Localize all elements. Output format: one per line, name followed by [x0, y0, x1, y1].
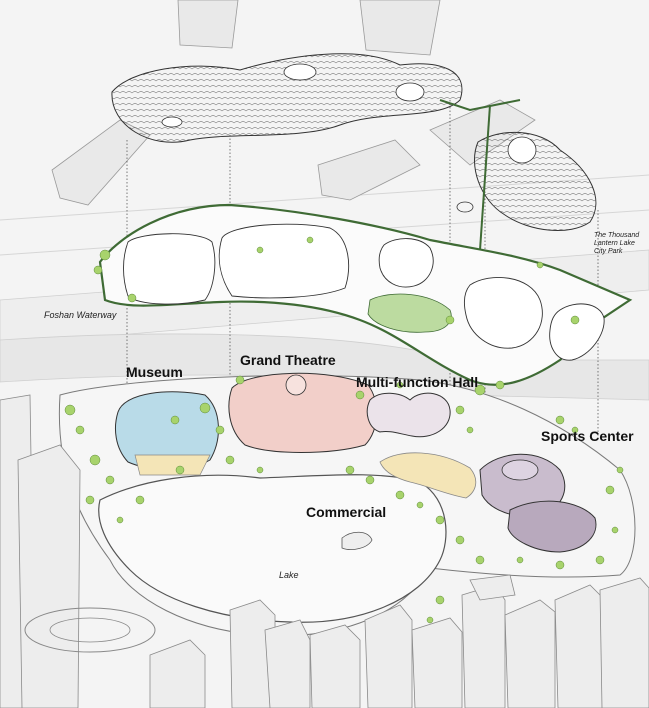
lake-label: Lake [279, 570, 299, 580]
museum-label: Museum [126, 364, 183, 380]
commercial-label: Commercial [306, 504, 387, 520]
canopy-roofs [111, 53, 597, 231]
venue-buildings [115, 372, 597, 553]
elevated-park [98, 99, 633, 386]
lantern-lake-park-label: The Thousand Lantern Lake City Park [594, 232, 640, 255]
round-plaza [24, 607, 156, 653]
upper-buildings [51, 0, 536, 206]
lower-buildings [0, 394, 649, 708]
greenery [64, 236, 624, 624]
sports-center-label: Sports Center [541, 428, 634, 444]
grand-theatre-label: Grand Theatre [240, 352, 336, 368]
foshan-waterway-label: Foshan Waterway [44, 310, 117, 320]
multi-function-hall-label: Multi-function Hall [356, 374, 479, 390]
